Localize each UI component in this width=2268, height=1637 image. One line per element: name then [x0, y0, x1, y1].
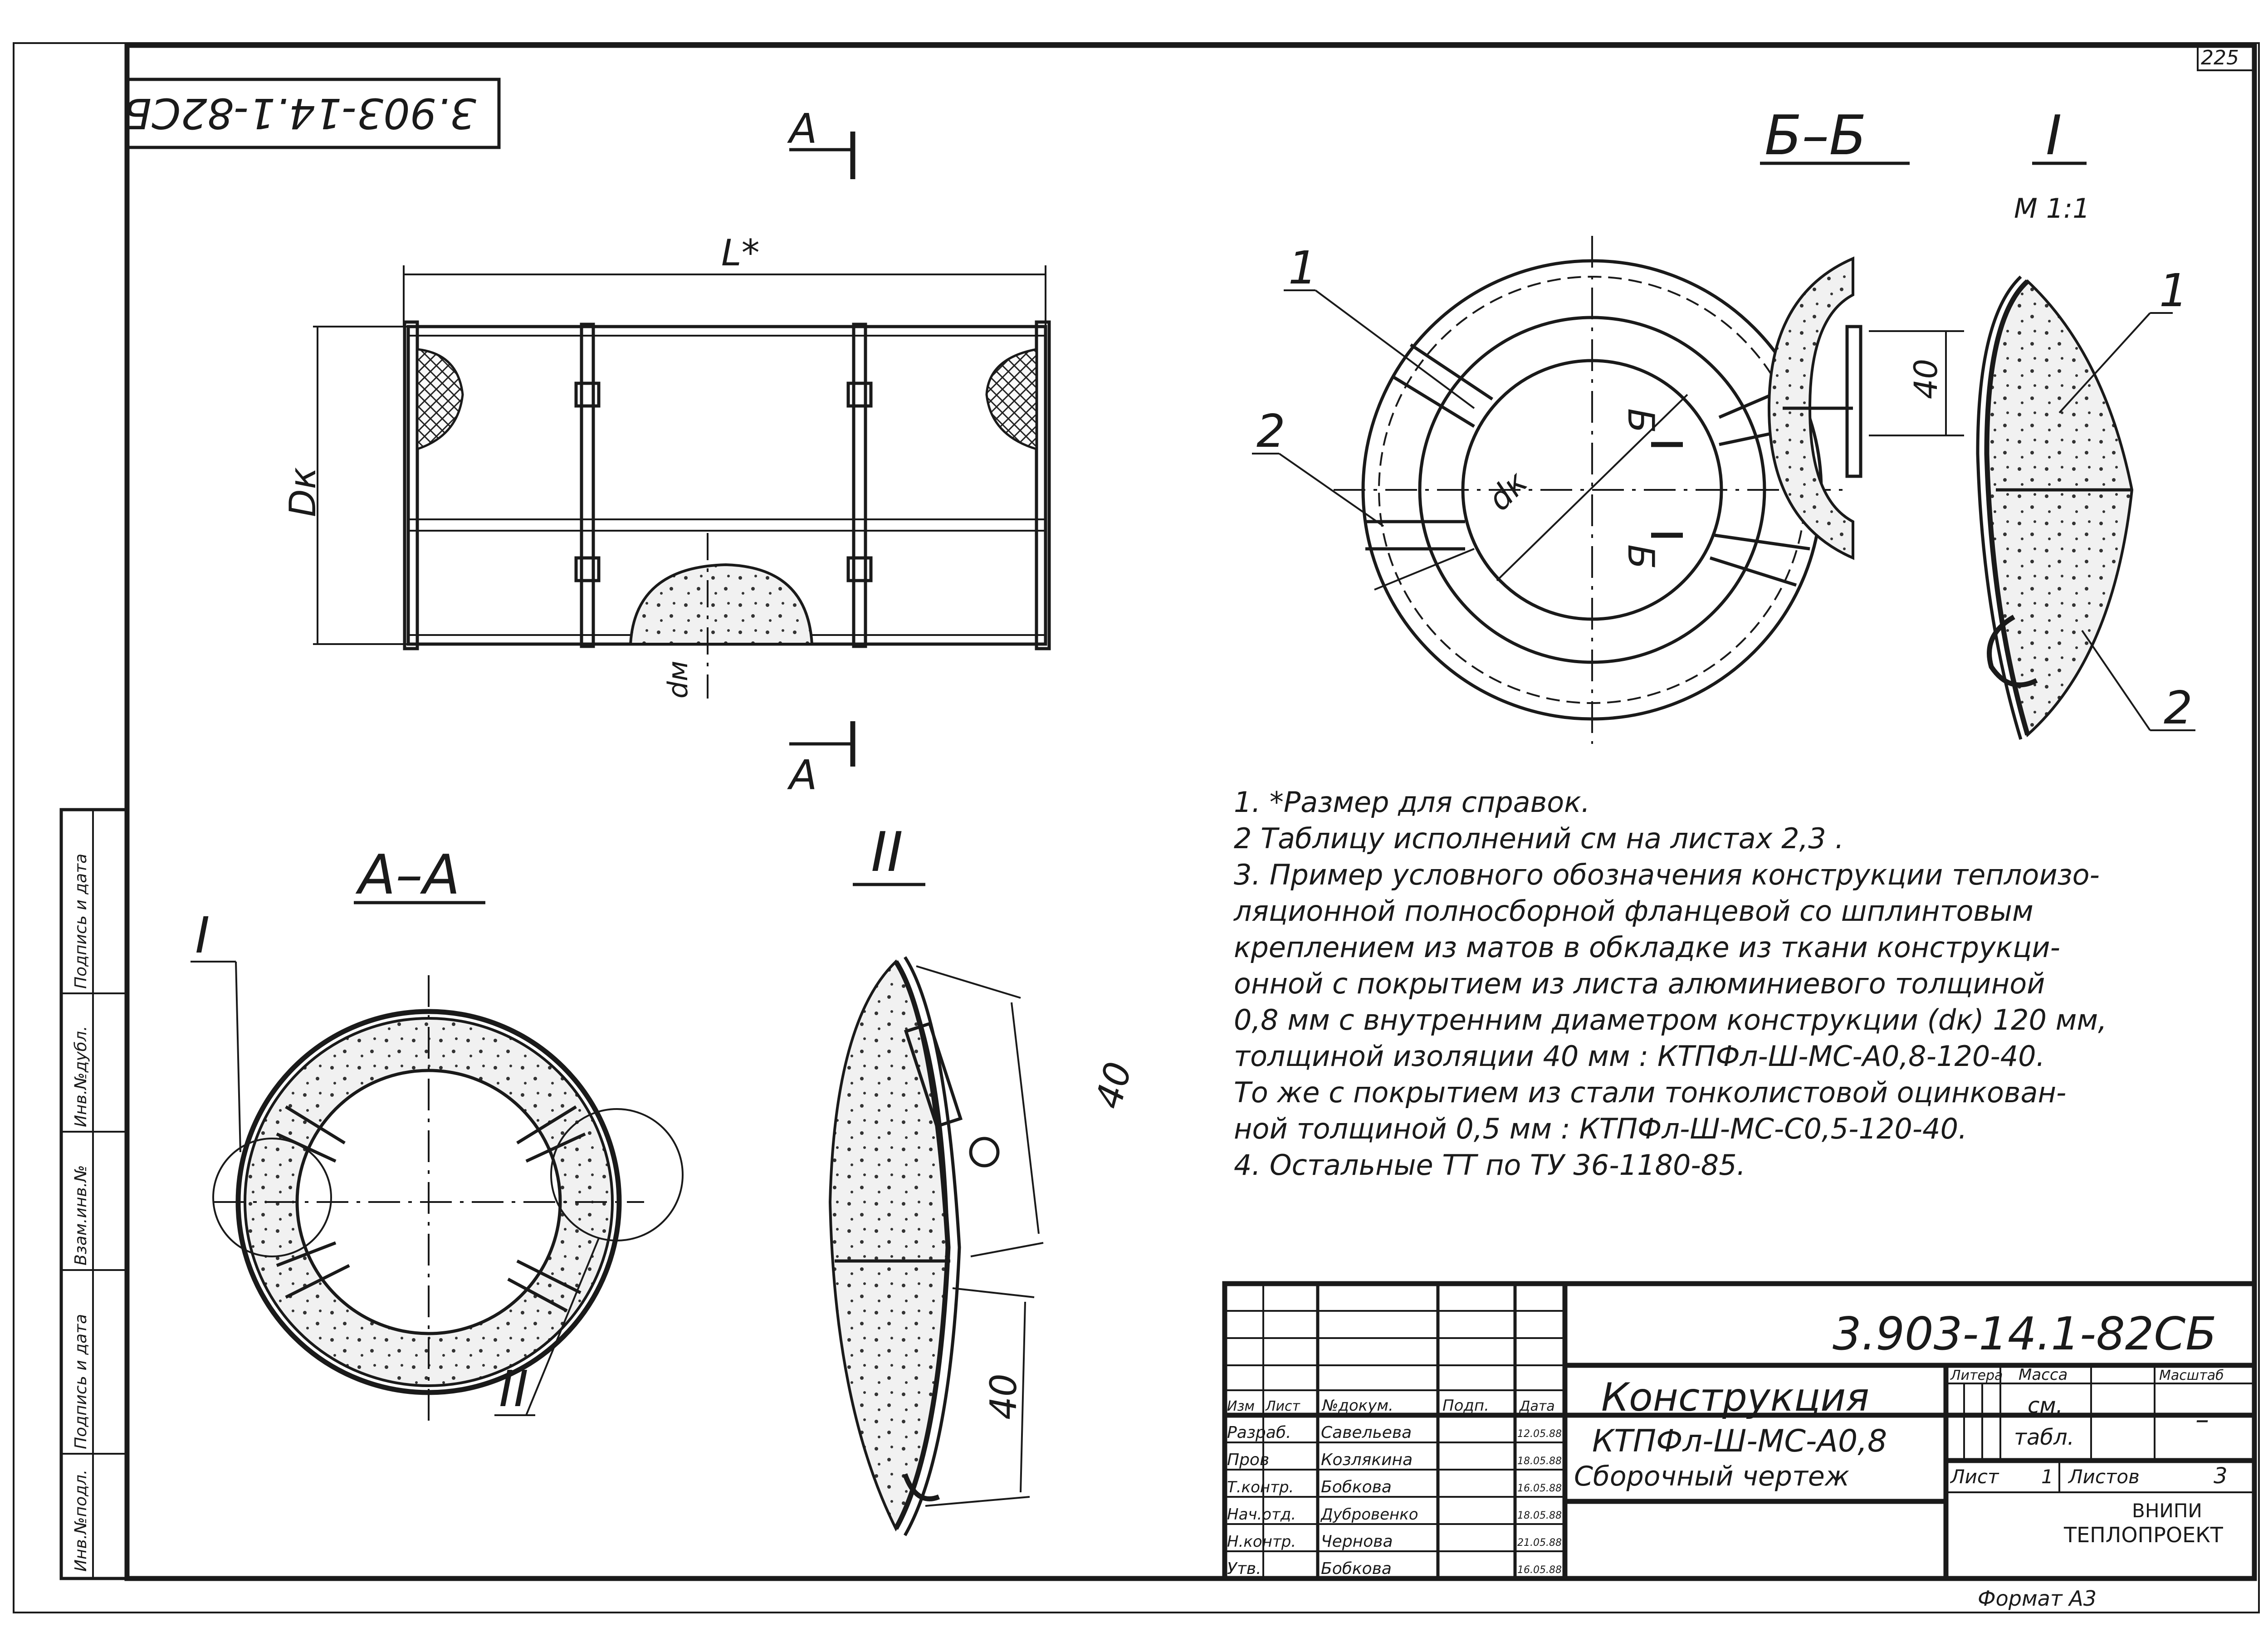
strip-cell-1: Подпись и дата	[72, 1314, 90, 1449]
tb-header-sign: Подп.	[1442, 1397, 1489, 1415]
tb-row-5-name: Бобкова	[1321, 1559, 1392, 1578]
note-line-8: То же с покрытием из стали тонколистовой…	[1234, 1076, 2066, 1109]
detail-i-title: I	[2046, 104, 2062, 167]
tb-header-izm: Изм	[1227, 1398, 1255, 1414]
cut-mark-b-top: Б	[1620, 408, 1662, 433]
tb-title-line3: Сборочный чертеж	[1574, 1461, 1849, 1492]
detail-ii-view: II 40 40	[828, 821, 1140, 1536]
tb-row-4-role: Н.контр.	[1227, 1533, 1296, 1551]
tb-row-0-date: 12.05.88	[1517, 1428, 1562, 1440]
tb-row-1-role: Пров	[1227, 1451, 1269, 1469]
tb-litera-label: Литера	[1950, 1368, 2003, 1383]
tb-scale-value: –	[2195, 1404, 2209, 1436]
tb-title-line2: КТПФл-Ш-МС-А0,8	[1592, 1423, 1887, 1459]
section-bb-title: Б–Б	[1765, 104, 1867, 167]
tb-row-0-role: Разраб.	[1227, 1423, 1291, 1442]
tb-sheet-value: 1	[2041, 1466, 2053, 1488]
tb-sheets-value: 3	[2214, 1463, 2228, 1489]
cut-mark-b-bottom: Б	[1620, 544, 1662, 569]
detail-ii-title: II	[871, 821, 903, 884]
tb-title-line1: Конструкция	[1601, 1375, 1869, 1420]
tb-row-1-name: Козлякина	[1321, 1451, 1413, 1469]
scale-label: М 1:1	[2014, 193, 2090, 225]
note-line-9: ной толщиной 0,5 мм : КТПФл-Ш-МС-С0,5-12…	[1234, 1112, 1967, 1145]
tb-scale-label: Масштаб	[2159, 1368, 2224, 1383]
leader-2-i: 2	[2164, 681, 2193, 734]
leader-ii-aa: II	[499, 1360, 528, 1418]
left-strip: Инв.№подл. Подпись и дата Взам.инв.№ Инв…	[59, 808, 129, 1580]
tb-row-5-role: Утв.	[1227, 1559, 1261, 1578]
doc-code-box	[125, 78, 501, 149]
note-line-0: 1. *Размер для справок.	[1234, 786, 1590, 819]
page-number: 225	[2201, 46, 2239, 69]
tb-row-2-role: Т.контр.	[1227, 1478, 1294, 1496]
cut-mark-a-bottom: А	[787, 752, 817, 799]
dim-40-ii-top: 40	[1087, 1058, 1140, 1113]
main-elevation-view: А А L* D	[282, 105, 1051, 799]
tb-row-4-name: Чернова	[1321, 1532, 1393, 1551]
dim-mat: dм	[662, 661, 694, 699]
tb-org-line1: ВНИПИ	[2132, 1500, 2202, 1522]
detail-i-view: I М 1:1 1 2	[1976, 104, 2195, 740]
dim-inner-diameter: dк	[1481, 464, 1535, 518]
tb-mass-label: Масса	[2019, 1366, 2068, 1384]
note-line-6: 0,8 мм с внутренним диаметром конструкци…	[1234, 1003, 2107, 1036]
note-line-7: толщиной изоляции 40 мм : КТПФл-Ш-МС-А0,…	[1234, 1040, 2045, 1073]
tb-header-list: Лист	[1265, 1398, 1301, 1414]
dim-length: L*	[721, 232, 760, 274]
section-aa-title: А–А	[355, 844, 460, 907]
page-number-box	[2197, 42, 2255, 71]
section-aa-view: А–А I II	[191, 844, 684, 1429]
tb-header-doc: №докум.	[1321, 1397, 1393, 1415]
tb-row-0-name: Савельева	[1321, 1423, 1412, 1442]
notes-block: 1. *Размер для справок. 2 Таблицу исполн…	[1233, 786, 2107, 1182]
title-block: 3.903-14.1-82СБ Изм Лист №докум. Подп. Д…	[1222, 1281, 2257, 1581]
tb-row-3-role: Нач.отд.	[1227, 1505, 1296, 1524]
tb-row-2-date: 16.05.88	[1517, 1483, 1562, 1494]
tb-row-5-date: 16.05.88	[1517, 1564, 1562, 1576]
dim-40-ii-bottom: 40	[982, 1373, 1025, 1420]
segment-side-view: 40	[1767, 256, 1964, 560]
strip-cell-0: Инв.№подл.	[72, 1470, 90, 1572]
tb-row-3-date: 18.05.88	[1517, 1510, 1562, 1521]
note-line-10: 4. Остальные ТТ по ТУ 36-1180-85.	[1234, 1148, 1745, 1182]
format-label: Формат А3	[1978, 1586, 2097, 1611]
leader-1-bb: 1	[1288, 241, 1317, 294]
note-line-4: креплением из матов в обкладке из ткани …	[1234, 931, 2060, 964]
tb-designation: 3.903-14.1-82СБ	[1833, 1307, 2217, 1360]
tb-row-4-date: 21.05.88	[1517, 1537, 1562, 1549]
cut-mark-a-top: А	[787, 105, 817, 153]
tb-org-line2: ТЕПЛОПРОЕКТ	[2063, 1523, 2224, 1547]
strip-cell-2: Взам.инв.№	[72, 1165, 90, 1266]
note-line-2: 3. Пример условного обозначения конструк…	[1234, 858, 2100, 891]
tb-mass-value-1: см.	[2028, 1393, 2063, 1418]
dim-outer-diameter: Dк	[282, 467, 324, 517]
tb-row-3-name: Дубровенко	[1320, 1505, 1418, 1524]
strip-cell-3: Инв.№дубл.	[72, 1026, 90, 1127]
doc-code-rotated: 3.903-14.1-82СБ	[123, 89, 476, 137]
leader-2-bb: 2	[1256, 405, 1286, 458]
tb-sheet-label: Лист	[1950, 1466, 1999, 1488]
tb-header-date: Дата	[1519, 1398, 1555, 1414]
strip-cell-4: Подпись и дата	[72, 854, 90, 989]
tb-sheets-label: Листов	[2068, 1466, 2140, 1488]
leader-i-aa: I	[195, 906, 210, 964]
dim-40-bb: 40	[1907, 359, 1945, 399]
leader-1-i: 1	[2159, 264, 2188, 317]
note-line-3: ляционной полносборной фланцевой со шпли…	[1233, 894, 2033, 928]
tb-row-2-name: Бобкова	[1321, 1478, 1392, 1496]
tb-row-1-date: 18.05.88	[1517, 1456, 1562, 1467]
note-line-1: 2 Таблицу исполнений см на листах 2,3 .	[1234, 822, 1844, 855]
note-line-5: онной с покрытием из листа алюминиевого …	[1234, 967, 2045, 1000]
tb-mass-value-2: табл.	[2014, 1425, 2074, 1450]
